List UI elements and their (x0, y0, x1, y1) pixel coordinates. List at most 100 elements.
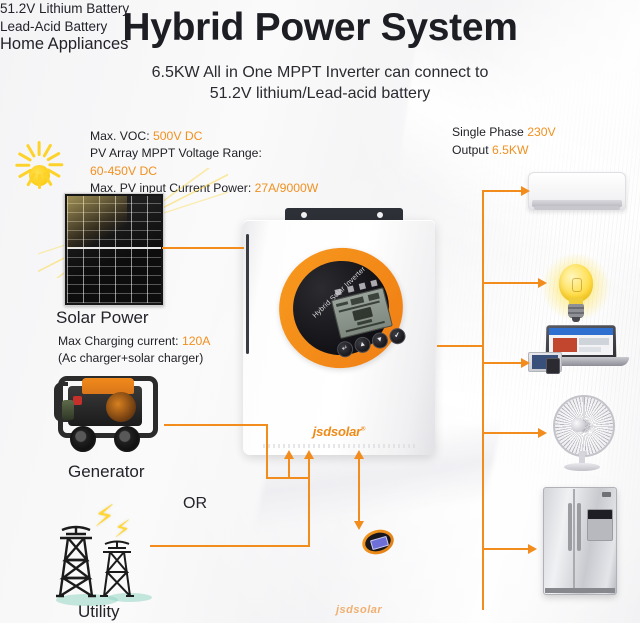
pv-spec-block: Max. VOC: 500V DC PV Array MPPT Voltage … (90, 128, 318, 197)
phone-icon (546, 358, 560, 374)
inverter-faceplate: Hybrid Solar Inverter (283, 250, 408, 366)
output-spec-block: Single Phase 230V Output 6.5KW (452, 124, 556, 159)
air-conditioner-icon (528, 172, 626, 210)
fridge-handle (568, 503, 572, 551)
fridge-handle (577, 503, 581, 551)
fridge-kickplate (545, 588, 615, 593)
up-button[interactable]: ▲ (352, 335, 373, 355)
voc-value: 500V DC (152, 129, 203, 143)
generator-icon (52, 372, 164, 456)
connector-solar-to-inverter (162, 247, 244, 249)
arrow-to-refrigerator (528, 544, 537, 554)
generator-label: Generator (68, 462, 145, 481)
arrow-to-laptop (521, 358, 530, 368)
connector-inverter-output (437, 345, 484, 347)
generator-wheel (114, 426, 140, 452)
page-title: Hybrid Power System (122, 6, 518, 49)
ac-vent (532, 200, 622, 207)
lightning-bolt-icon: ⚡ (94, 500, 116, 533)
phase-label: Single Phase (452, 125, 524, 139)
connector-to-fan (482, 432, 539, 434)
fault-status-icon (370, 279, 378, 287)
generator-tank (82, 378, 134, 394)
connector-utility-vertical (308, 458, 310, 546)
fan-neck (579, 451, 585, 465)
subtitle-line-1: 6.5KW All in One MPPT Inverter can conne… (151, 64, 489, 81)
fan-base (564, 463, 600, 471)
refrigerator-icon (543, 487, 617, 595)
arrow-inverter-to-battery (354, 521, 364, 530)
mppt-label: PV Array MPPT Voltage Range: (90, 146, 262, 161)
fridge-door-split (573, 489, 575, 593)
arrow-to-light-bulb (538, 278, 547, 288)
bulb-glass (559, 264, 593, 302)
generator-engine (106, 392, 136, 422)
generator-panel (62, 400, 74, 420)
inverter-side-edge (246, 234, 249, 354)
wall-mount-bracket (285, 208, 403, 221)
connector-generator-horizontal (164, 424, 268, 426)
connector-to-light-bulb (482, 282, 539, 284)
charging-current-note: Max Charging current: 120A (Ac charger+s… (58, 333, 210, 367)
battery-label: 51.2V Lithium Battery Lead-Acid Battery (0, 0, 640, 35)
connector-to-air-conditioner (482, 190, 522, 192)
appliance-output-bus (482, 190, 484, 610)
sun-icon (12, 141, 66, 202)
utility-grid-icon: ⚡ ⚡ (52, 500, 172, 608)
solar-panel-icon (64, 193, 164, 306)
battery-line-2: Lead-Acid Battery (0, 18, 108, 34)
laptop-and-tablet-icon (528, 325, 630, 374)
pv-current-value: 27A/9000W (254, 180, 319, 195)
light-bulb-icon (539, 254, 613, 328)
bulb-tip (572, 317, 580, 322)
arrow-battery-to-inverter (354, 450, 364, 459)
fan-hub (571, 418, 585, 432)
connector-generator-vertical (266, 424, 268, 478)
arrow-to-air-conditioner (521, 186, 530, 196)
fridge-water-dispenser (587, 509, 613, 541)
output-label: Output (452, 142, 489, 157)
connector-generator-bus (266, 477, 310, 479)
page-subtitle: 6.5KW All in One MPPT Inverter can conne… (0, 62, 640, 104)
solar-status-icon (347, 285, 355, 293)
brand-name: jsdsolar (312, 424, 362, 439)
generator-outlet (73, 396, 82, 405)
down-button[interactable]: ▼ (370, 330, 390, 351)
arrow-utility-to-inverter (304, 450, 314, 459)
registered-mark: ® (361, 426, 366, 433)
home-appliances-label: Home Appliances (0, 35, 129, 54)
grid-status-icon (358, 282, 366, 290)
subtitle-line-2: 51.2V lithium/Lead-acid battery (209, 85, 431, 103)
bulb-base (568, 304, 584, 318)
inverter-bezel: Hybrid Solar Inverter (266, 234, 416, 382)
connector-generator-riser (288, 458, 290, 478)
connector-battery-vertical (358, 458, 360, 524)
esc-button[interactable]: ↵ (335, 339, 355, 359)
solar-power-label: Solar Power (56, 308, 149, 327)
battery-line-1: 51.2V Lithium Battery (0, 1, 130, 16)
inverter-chassis: Hybrid Solar Inverter (243, 220, 435, 455)
pylon-shadow (108, 593, 152, 602)
battery-status-icon (334, 288, 342, 296)
enter-button[interactable]: ✔ (387, 326, 408, 346)
charging-sub-note: (Ac charger+solar charger) (58, 351, 204, 366)
generator-wheel (70, 426, 96, 452)
inverter-brand-logo: jsdsolar® (243, 424, 435, 439)
brand-watermark: jsdsolar (336, 604, 383, 616)
arrow-to-fan (538, 428, 547, 438)
hybrid-inverter-device[interactable]: Hybrid Solar Inverter (243, 208, 435, 455)
bulb-neck (569, 298, 583, 306)
connector-utility-horizontal (150, 545, 310, 547)
utility-label: Utility (78, 602, 120, 621)
battery-icon (359, 526, 397, 558)
output-value: 6.5KW (491, 142, 529, 157)
charging-label: Max Charging current: (58, 334, 179, 348)
solar-panel-divider (67, 247, 161, 249)
solar-panel-glare (67, 196, 127, 248)
connector-to-laptop (482, 362, 522, 364)
pedestal-fan-icon (548, 395, 616, 471)
connector-to-refrigerator (482, 548, 529, 550)
inverter-vent (263, 444, 415, 448)
fridge-badge (602, 492, 611, 497)
